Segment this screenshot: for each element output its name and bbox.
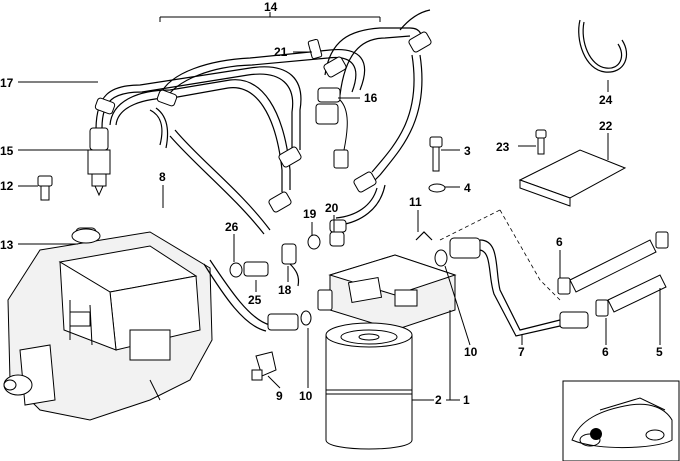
callout-11: 11 bbox=[409, 195, 422, 209]
fittings-drawing bbox=[203, 231, 345, 381]
callout-8: 8 bbox=[159, 170, 166, 184]
injection-lines-drawing bbox=[94, 9, 432, 235]
callout-6a: 6 bbox=[556, 235, 563, 249]
callout-12: 12 bbox=[0, 179, 14, 193]
callout-15: 15 bbox=[0, 144, 14, 158]
injection-pump-drawing bbox=[3, 227, 213, 421]
sensor-16-drawing bbox=[307, 38, 349, 169]
callout-23: 23 bbox=[496, 140, 510, 154]
callout-14: 14 bbox=[264, 0, 278, 14]
callout-6b: 6 bbox=[602, 345, 609, 359]
car-location-thumbnail bbox=[562, 380, 680, 461]
callout-10b: 10 bbox=[299, 389, 313, 403]
callout-labels: 14 21 17 16 15 12 8 13 26 19 20 25 18 3 … bbox=[0, 0, 663, 407]
callout-3: 3 bbox=[464, 144, 471, 158]
callout-18: 18 bbox=[278, 283, 292, 297]
callout-25: 25 bbox=[248, 293, 262, 307]
bolt-3-drawing bbox=[428, 136, 446, 193]
callout-17: 17 bbox=[0, 76, 14, 90]
callout-4: 4 bbox=[464, 181, 471, 195]
callout-20: 20 bbox=[325, 201, 339, 215]
callout-26: 26 bbox=[225, 220, 239, 234]
callout-1: 1 bbox=[463, 393, 470, 407]
callout-10a: 10 bbox=[464, 345, 478, 359]
callout-24: 24 bbox=[599, 93, 613, 107]
callout-7: 7 bbox=[518, 345, 525, 359]
callout-21: 21 bbox=[274, 45, 288, 59]
leader-lines bbox=[18, 12, 661, 401]
callout-2: 2 bbox=[435, 393, 442, 407]
hoses-5-6-drawing bbox=[557, 231, 669, 317]
callout-16: 16 bbox=[364, 91, 378, 105]
callout-22: 22 bbox=[599, 119, 613, 133]
bracket-drawing bbox=[518, 19, 627, 207]
hoses-drawing bbox=[415, 209, 589, 337]
bolt-12-drawing bbox=[37, 175, 53, 201]
fuel-filter-drawing bbox=[317, 254, 457, 450]
callout-5: 5 bbox=[656, 345, 663, 359]
callout-19: 19 bbox=[303, 207, 317, 221]
callout-13: 13 bbox=[0, 238, 14, 252]
callout-9: 9 bbox=[276, 389, 283, 403]
injector-drawing bbox=[87, 127, 111, 197]
